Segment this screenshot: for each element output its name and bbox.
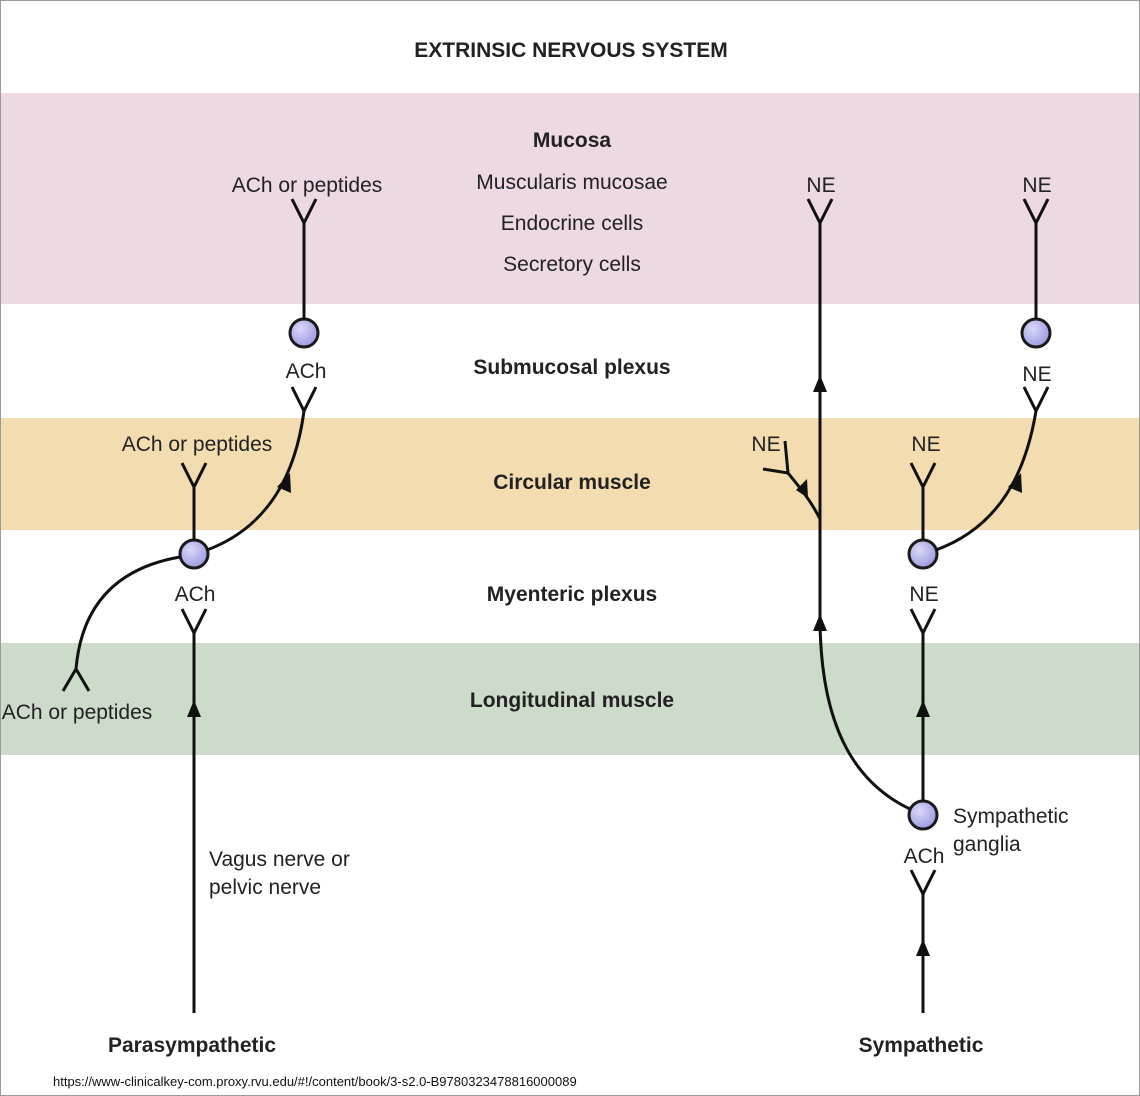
symp-submucosal-neuron [1020, 317, 1052, 349]
symp-submucosal-input-label: NE [1022, 363, 1051, 386]
symp-myenteric-input-label: NE [909, 583, 938, 606]
sympathetic-pathway: ACh Sympathetic ganglia NE NE NE NE NE [751, 174, 1068, 1057]
symp-direct-mucosa-terminal-label: NE [806, 174, 835, 197]
vagus-nerve-label-line2: pelvic nerve [209, 876, 321, 899]
symp-circular-branch-terminal-label: NE [751, 433, 780, 456]
symp-submucosal-mucosa-terminal-label: NE [1022, 174, 1051, 197]
para-submucosal-axon-arrow [277, 473, 291, 493]
symp-direct-axon-lower [818, 620, 911, 811]
para-submucosal-axon [206, 410, 306, 552]
symp-submucosal-mucosa-terminal [1022, 198, 1050, 227]
symp-direct-mucosa-terminal [806, 198, 834, 227]
parasympathetic-label: Parasympathetic [108, 1034, 276, 1057]
vagus-nerve-arrow [187, 700, 201, 717]
symp-circular-terminal [909, 462, 937, 491]
sympathetic-ganglion-neuron [907, 799, 939, 831]
symp-ganglia-input-label: ACh [904, 845, 945, 868]
para-submucosal-input-label: ACh [286, 360, 327, 383]
layer-longitudinal-muscle: Longitudinal muscle [470, 689, 674, 712]
layer-circular-muscle: Circular muscle [493, 471, 651, 494]
symp-myenteric-neuron [907, 538, 939, 570]
para-submucosal-neuron [288, 317, 320, 349]
symp-direct-axon-arrow-lower [813, 614, 827, 631]
para-circular-terminal-label: ACh or peptides [122, 433, 273, 456]
myenteric-input-synapse [180, 608, 208, 637]
sympathetic-ganglia-label-line2: ganglia [953, 833, 1021, 856]
layer-myenteric-plexus: Myenteric plexus [487, 583, 657, 606]
para-myenteric-neuron [178, 538, 210, 570]
symp-submucosal-input-synapse [1022, 386, 1050, 415]
para-myenteric-input-label: ACh [175, 583, 216, 606]
symp-circular-branch-terminal [762, 440, 790, 475]
para-submucosal-input-synapse [290, 386, 318, 415]
para-circular-terminal [180, 462, 208, 491]
source-url: https://www-clinicalkey-com.proxy.rvu.ed… [53, 1074, 577, 1089]
vagus-nerve-label-line1: Vagus nerve or [209, 848, 350, 871]
layer-mucosa: Mucosa [533, 129, 612, 152]
para-mucosa-terminal-label: ACh or peptides [232, 174, 383, 197]
symp-direct-axon-arrow-upper [813, 375, 827, 392]
circular-muscle-band [1, 418, 1139, 530]
symp-preganglionic-arrow [916, 939, 930, 956]
para-longitudinal-terminal-label: ACh or peptides [2, 701, 153, 724]
symp-ganglia-input-synapse [909, 869, 937, 898]
diagram-title: EXTRINSIC NERVOUS SYSTEM [414, 39, 728, 62]
symp-myenteric-axon-arrow [916, 700, 930, 717]
symp-circular-branch-arrow [796, 479, 808, 498]
parasympathetic-pathway: ACh ACh or peptides ACh or peptides ACh … [2, 174, 383, 1057]
symp-submucosal-axon-arrow [1008, 473, 1022, 493]
symp-submucosal-axon [935, 410, 1038, 552]
longitudinal-muscle-band [1, 643, 1139, 755]
symp-circular-terminal-label: NE [911, 433, 940, 456]
layer-secretory-cells: Secretory cells [503, 253, 641, 276]
layer-endocrine-cells: Endocrine cells [501, 212, 643, 235]
mucosa-band [1, 93, 1139, 304]
sympathetic-ganglia-label-line1: Sympathetic [953, 805, 1069, 828]
layer-muscularis-mucosae: Muscularis mucosae [476, 171, 667, 194]
para-longitudinal-terminal [61, 666, 91, 692]
sympathetic-label: Sympathetic [859, 1034, 984, 1057]
para-longitudinal-axon [74, 555, 181, 670]
para-mucosa-terminal [290, 198, 318, 227]
layer-submucosal-plexus: Submucosal plexus [473, 356, 670, 379]
symp-myenteric-input-synapse [909, 608, 937, 637]
